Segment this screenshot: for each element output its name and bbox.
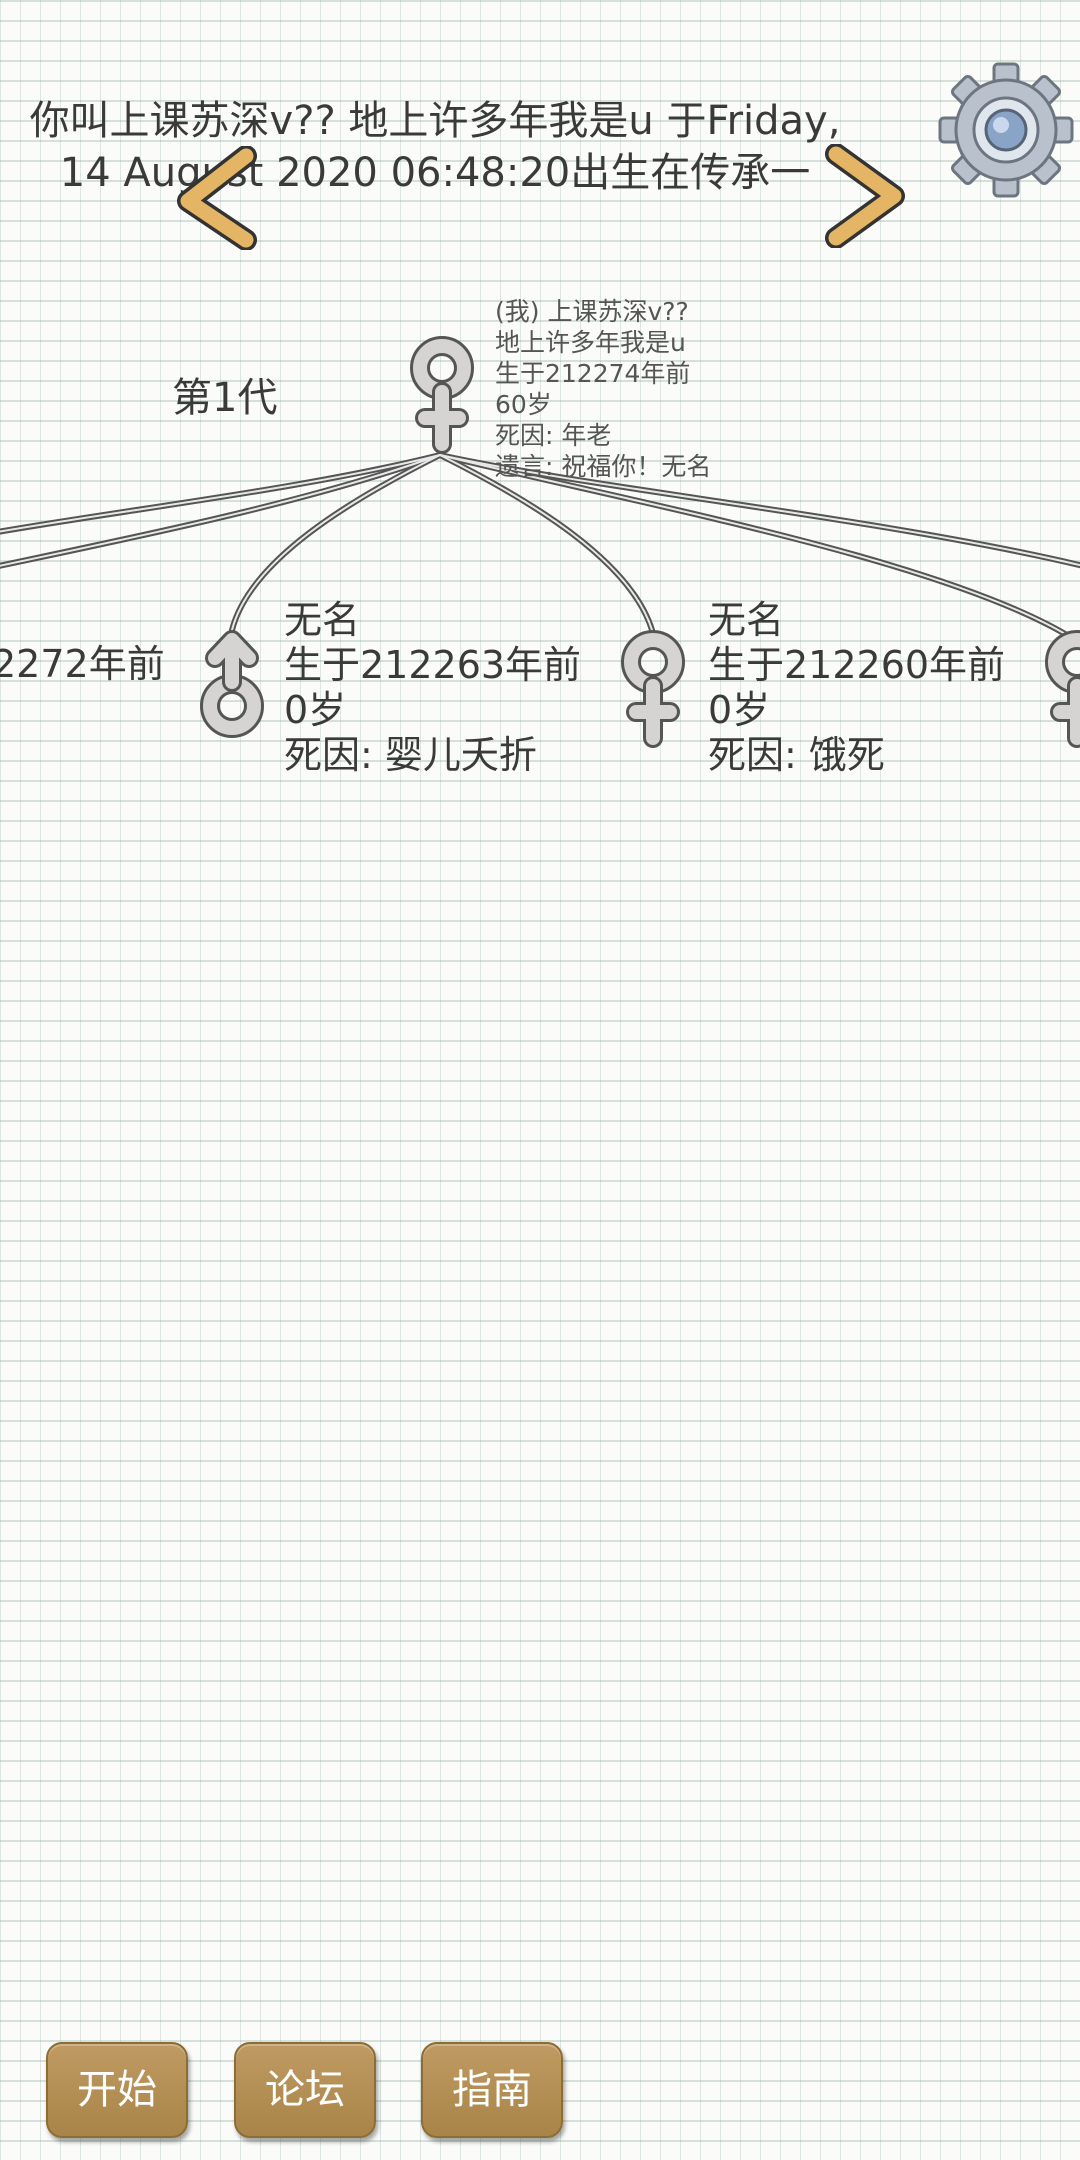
- self-info-line: 地上许多年我是u: [495, 328, 686, 357]
- header-line-1: 你叫上课苏深v?? 地上许多年我是u 于Friday,: [29, 98, 841, 144]
- male-symbol-icon[interactable]: [195, 628, 269, 748]
- self-info-line: 生于212274年前: [495, 359, 691, 388]
- self-info-line: 遗言: 祝福你！无名: [495, 452, 712, 481]
- child-info-line: 0岁: [708, 688, 771, 732]
- guide-button[interactable]: 指南: [421, 2042, 563, 2138]
- self-info-line: 死因: 年老: [495, 421, 612, 450]
- gear-icon[interactable]: [938, 62, 1074, 198]
- child-info-line: 生于212260年前: [708, 643, 1006, 687]
- chevron-left-icon[interactable]: [168, 146, 260, 250]
- child-info-2: 无名 生于212260年前 0岁 死因: 饿死: [708, 598, 1005, 778]
- chevron-right-icon[interactable]: [822, 144, 914, 248]
- female-symbol-icon[interactable]: [616, 628, 690, 748]
- child-info-line: 0岁: [284, 688, 347, 732]
- self-info-line: 60岁: [495, 390, 552, 419]
- child-info-0: 2272年前: [0, 642, 165, 687]
- forum-button[interactable]: 论坛: [234, 2042, 376, 2138]
- family-tree-links: [0, 452, 1080, 643]
- birth-info-header: 你叫上课苏深v?? 地上许多年我是u 于Friday, 14 August 20…: [10, 95, 860, 199]
- self-person-info: (我) 上课苏深v?? 地上许多年我是u 生于212274年前 60岁 死因: …: [495, 296, 711, 482]
- child-info-line: 生于212263年前: [284, 643, 582, 687]
- generation-label: 第1代: [172, 375, 278, 421]
- female-symbol-icon[interactable]: [1040, 628, 1080, 748]
- self-info-line: (我) 上课苏深v??: [495, 297, 689, 326]
- child-info-line: 无名: [284, 598, 361, 642]
- child-info-line: 死因: 婴儿夭折: [284, 733, 537, 777]
- child-info-line: 无名: [708, 598, 785, 642]
- header-line-2: 14 August 2020 06:48:20出生在传承一: [59, 150, 811, 196]
- child-info-line: 2272年前: [0, 642, 165, 686]
- child-info-1: 无名 生于212263年前 0岁 死因: 婴儿夭折: [284, 598, 581, 778]
- child-info-line: 死因: 饿死: [708, 733, 885, 777]
- start-button[interactable]: 开始: [46, 2042, 188, 2138]
- female-symbol-icon[interactable]: [405, 334, 479, 454]
